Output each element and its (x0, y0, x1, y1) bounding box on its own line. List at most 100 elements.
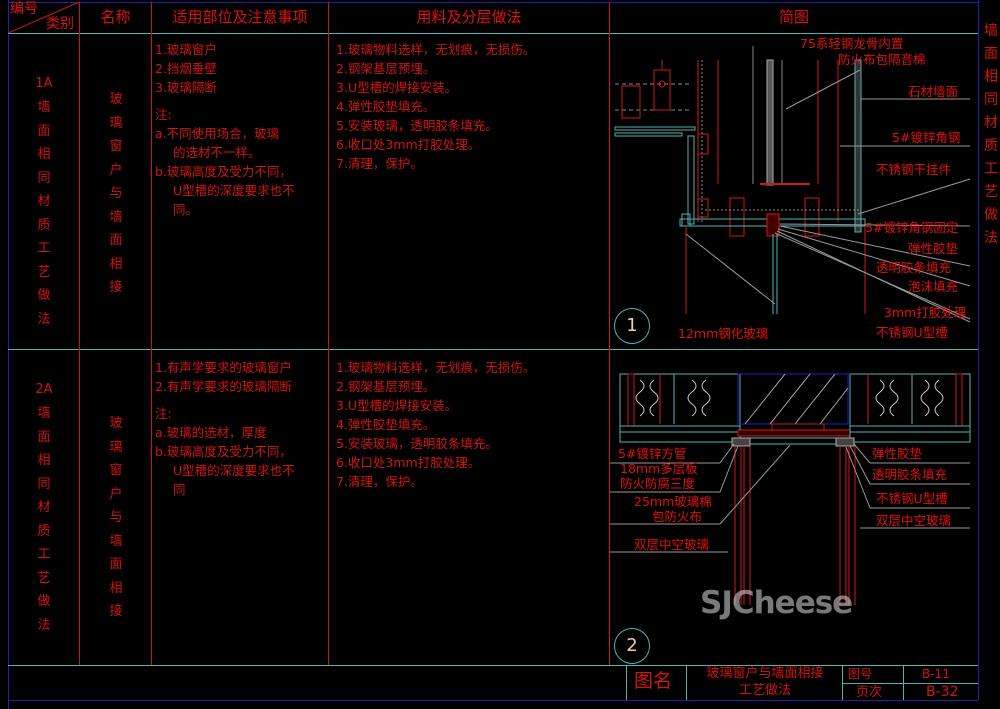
diagram2-label: 透明胶条填充 (872, 467, 948, 482)
method-list: 1.玻璃物料选样，无划痕，无损伤。 2.钢架基层预埋。 3.U型槽的焊接安装。 … (336, 358, 535, 491)
diagram2-label: 弹性胶垫 (872, 446, 923, 461)
drawing-no-label: 图号 (848, 667, 873, 681)
page-value: B-32 (926, 684, 959, 700)
method-step: 4.弹性胶垫填充。 (336, 99, 436, 114)
note-line: 同 (173, 482, 186, 497)
header-diagram: 简图 (778, 8, 809, 26)
tb-line (686, 665, 687, 700)
diagram1-label: 透明胶条填充 (876, 260, 952, 275)
header-category: 类别 (46, 16, 74, 32)
title-name-value-2: 工艺做法 (738, 683, 791, 698)
diagram2-label: 18mm多层板 (620, 461, 698, 476)
method-step: 6.收口处3mm打胶处理。 (336, 137, 481, 152)
diagram2-label: 5#镀锌方管 (618, 446, 687, 461)
title-name-value: 玻璃窗户与墙面相接 (706, 666, 824, 681)
scope-list: 1.有声学要求的玻璃窗户 2.有声学要求的玻璃隔断 注: a.玻璃的选材，厚度 … (155, 358, 295, 499)
side-title: 墙面相同材质工艺做法 (984, 23, 998, 246)
frame-right (978, 0, 979, 700)
note-line: 玻璃高度及受力不同， (166, 444, 292, 459)
scope-item: 1.有声学要求的玻璃窗户 (155, 360, 292, 375)
col-line-4 (609, 2, 610, 665)
method-step: 6.收口处3mm打胶处理。 (336, 455, 481, 470)
diagram2-label: 25mm玻璃棉 (634, 494, 712, 509)
frame-top (8, 2, 978, 3)
method-list: 1.玻璃物料选样，无划痕，无损伤。 2.钢架基层预埋。 3.U型槽的焊接安装。 … (336, 40, 535, 173)
note-line: 不同使用场合，玻璃 (166, 126, 280, 141)
row-category: 墙面相同材质工艺做法 (37, 406, 51, 633)
diagram1-label: 弹性胶垫 (908, 241, 959, 256)
note-line: U型槽的深度要求也不 (173, 463, 295, 478)
tb-line (626, 665, 627, 700)
note-line: 玻璃高度及受力不同， (166, 164, 292, 179)
method-step: 5.安装玻璃，透明胶条填充。 (336, 436, 498, 451)
diagram1-label: 75系轻钢龙骨内置 (800, 36, 904, 51)
frame-bottom (8, 700, 978, 701)
diagram1-label: 12mm钢化玻璃 (678, 326, 769, 341)
method-step: 3.U型槽的焊接安装。 (336, 398, 458, 413)
method-step: 4.弹性胶垫填充。 (336, 417, 436, 432)
tb-line (903, 665, 904, 700)
corner-diagonal (8, 2, 80, 34)
note-line: 玻璃的选材，厚度 (166, 425, 267, 440)
header-scope: 适用部位及注意事项 (172, 8, 308, 26)
note-label: a. (155, 126, 167, 141)
scope-item: 2.挡烟垂壁 (155, 61, 217, 76)
note-label: a. (155, 425, 167, 440)
diagram2-label: 不锈钢U型槽 (876, 491, 948, 506)
col-line-2 (151, 2, 152, 665)
diagram1-label: 5#镀锌角钢 (892, 130, 961, 145)
content-bottom-line (8, 665, 978, 666)
note-line: 的选材不一样。 (173, 145, 261, 160)
header-divider (8, 33, 978, 34)
scope-item: 3.玻璃隔断 (155, 80, 217, 95)
diagram1-label: 不锈钢U型槽 (876, 325, 948, 340)
row-category: 墙面相同材质工艺做法 (37, 100, 51, 327)
diagram2-label: 双层中空玻璃 (634, 537, 710, 552)
tb-line (842, 683, 978, 684)
detail-number-2: 2 (614, 628, 650, 664)
scope-item: 2.有声学要求的玻璃隔断 (155, 379, 292, 394)
row-divider (8, 349, 978, 350)
page-label: 页次 (856, 685, 883, 700)
diagram2-label: 防火防腐三度 (620, 476, 696, 491)
drawing-no-value: B-11 (922, 667, 950, 681)
diagram1-label: 石材墙面 (908, 84, 959, 99)
diagram1-label: 防火布包隔音棉 (838, 52, 926, 67)
notes-label: 注: (155, 107, 172, 122)
row-name: 玻璃窗户与墙面相接 (109, 92, 123, 295)
row-name: 玻璃窗户与墙面相接 (109, 416, 123, 619)
watermark-logo: SJCheese (700, 585, 853, 621)
method-step: 1.玻璃物料选样，无划痕，无损伤。 (336, 360, 536, 375)
method-step: 7.清理，保护。 (336, 474, 423, 489)
diagram2-label: 双层中空玻璃 (876, 513, 952, 528)
title-name-label: 图名 (634, 670, 673, 692)
notes-label: 注: (155, 406, 172, 421)
scope-list: 1.玻璃窗户 2.挡烟垂壁 3.玻璃隔断 注: a.不同使用场合，玻璃 的选材不… (155, 40, 295, 219)
method-step: 2.钢架基层预埋。 (336, 61, 436, 76)
frame-left (8, 0, 9, 709)
col-line-1 (79, 2, 80, 665)
detail-number-1: 1 (614, 308, 650, 344)
diagram2-label: 包防火布 (652, 509, 703, 524)
diagram1-label: 3mm打胶处理 (884, 305, 967, 320)
detail-drawing-1 (614, 46, 971, 323)
method-step: 7.清理，保护。 (336, 156, 423, 171)
header-name: 名称 (100, 8, 131, 26)
tb-line (842, 665, 843, 700)
note-label: b. (155, 444, 167, 459)
diagram1-label: 5#镀锌角钢固定 (865, 220, 959, 235)
header-method: 用料及分层做法 (416, 8, 522, 26)
method-step: 2.钢架基层预埋。 (336, 379, 436, 394)
col-line-3 (328, 2, 329, 665)
note-label: b. (155, 164, 167, 179)
method-step: 5.安装玻璃，透明胶条填充。 (336, 118, 498, 133)
header-code: 编号 (10, 1, 38, 17)
detail-drawing-2 (610, 373, 971, 605)
method-step: 1.玻璃物料选样，无划痕，无损伤。 (336, 42, 536, 57)
method-step: 3.U型槽的焊接安装。 (336, 80, 458, 95)
diagram1-label: 泡沫填充 (908, 279, 959, 294)
row-code: 1A (35, 76, 53, 91)
row-code: 2A (35, 382, 53, 397)
scope-item: 1.玻璃窗户 (155, 42, 217, 57)
diagram1-label: 不锈钢干挂件 (876, 162, 952, 177)
